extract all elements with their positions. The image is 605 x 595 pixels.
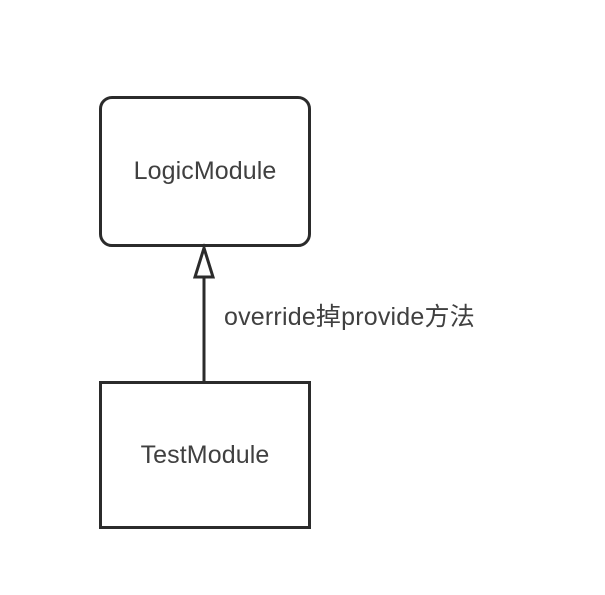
class-node-logic-module[interactable]: LogicModule <box>99 96 311 247</box>
class-node-test-module[interactable]: TestModule <box>99 381 311 529</box>
class-node-label: LogicModule <box>133 157 277 186</box>
hollow-triangle-arrowhead-icon <box>192 242 216 279</box>
edge-label: override掉provide方法 <box>224 303 475 331</box>
class-node-label: TestModule <box>140 440 270 469</box>
